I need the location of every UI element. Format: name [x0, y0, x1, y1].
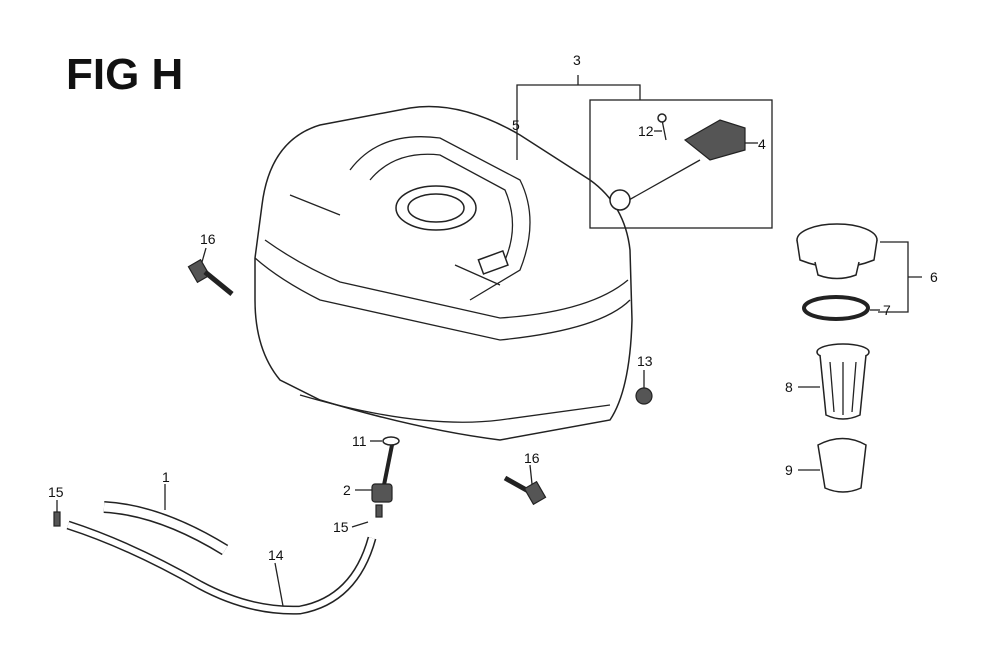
callout-7: 7 — [883, 302, 891, 318]
callout-15-left: 15 — [48, 484, 64, 500]
callout-4: 4 — [758, 136, 766, 152]
fuel-tank — [254, 105, 633, 441]
fuel-cock — [371, 483, 393, 503]
callout-12: 12 — [638, 123, 654, 139]
callout-3: 3 — [573, 52, 581, 68]
callout-13: 13 — [637, 353, 653, 369]
figure-title: FIG H — [66, 50, 184, 99]
callout-16-left: 16 — [200, 231, 216, 247]
fuel-strainer — [816, 343, 870, 420]
bracket-3 — [516, 84, 641, 100]
callout-11: 11 — [352, 433, 367, 449]
strainer-clip — [817, 437, 867, 493]
fuel-gauge — [683, 119, 746, 161]
nut-13 — [635, 387, 653, 405]
gasket — [802, 295, 870, 321]
callout-15-right: 15 — [333, 519, 349, 535]
gauge-box — [589, 99, 773, 229]
fuel-cock-pipe — [382, 444, 394, 486]
o-ring-11 — [382, 436, 400, 446]
clip-15 — [53, 511, 61, 527]
bolt-16-left — [187, 258, 234, 296]
callout-1: 1 — [162, 469, 170, 485]
callout-14: 14 — [268, 547, 284, 563]
callout-9: 9 — [785, 462, 793, 478]
callout-5: 5 — [512, 117, 520, 133]
bolt-16-bottom — [503, 475, 547, 506]
fuel-cap — [796, 223, 878, 280]
callout-6: 6 — [930, 269, 938, 285]
callout-2: 2 — [343, 482, 351, 498]
callout-8: 8 — [785, 379, 793, 395]
callout-16-bottom: 16 — [524, 450, 540, 466]
